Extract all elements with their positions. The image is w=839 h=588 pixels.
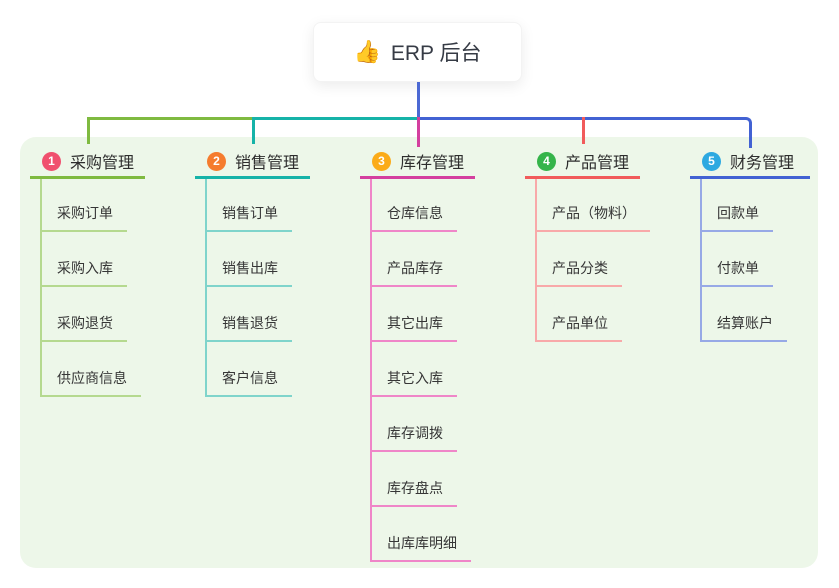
child-node-库存盘点[interactable]: 库存盘点: [370, 475, 457, 507]
child-node-出库库明细[interactable]: 出库库明细: [370, 530, 471, 562]
child-node-产品分类[interactable]: 产品分类: [535, 255, 622, 287]
branch-title-采购管理[interactable]: 1 采购管理: [30, 146, 145, 179]
branch-number-badge: 1: [42, 151, 61, 171]
branch-number-badge: 2: [207, 151, 226, 171]
connector-horizontal-branch-5: [419, 117, 752, 148]
child-node-采购退货[interactable]: 采购退货: [40, 310, 127, 342]
branch-spine: [205, 179, 207, 397]
child-node-销售订单[interactable]: 销售订单: [205, 200, 292, 232]
branch-title-label: 产品管理: [565, 155, 630, 172]
branch-title-label: 采购管理: [70, 155, 135, 172]
child-node-库存调拨[interactable]: 库存调拨: [370, 420, 457, 452]
branch-spine: [700, 179, 702, 342]
child-node-产品单位[interactable]: 产品单位: [535, 310, 622, 342]
root-title: ERP 后台: [390, 42, 482, 65]
branch-title-财务管理[interactable]: 5 财务管理: [690, 146, 810, 179]
connector-drop-branch-4: [582, 117, 585, 144]
child-node-付款单[interactable]: 付款单: [700, 255, 773, 287]
child-node-客户信息[interactable]: 客户信息: [205, 365, 292, 397]
connector-drop-branch-1: [87, 117, 90, 144]
child-node-产品库存[interactable]: 产品库存: [370, 255, 457, 287]
branch-number-badge: 5: [702, 151, 721, 171]
connector-horizontal-branch-1: [87, 117, 255, 120]
branch-title-销售管理[interactable]: 2 销售管理: [195, 146, 310, 179]
branch-spine: [40, 179, 42, 397]
branch-title-label: 库存管理: [400, 155, 465, 172]
branch-spine: [535, 179, 537, 342]
child-node-采购订单[interactable]: 采购订单: [40, 200, 127, 232]
connector-drop-branch-2: [252, 117, 255, 144]
child-node-采购入库[interactable]: 采购入库: [40, 255, 127, 287]
child-node-其它入库[interactable]: 其它入库: [370, 365, 457, 397]
connector-root-vertical: [417, 82, 420, 120]
child-node-销售退货[interactable]: 销售退货: [205, 310, 292, 342]
branch-title-库存管理[interactable]: 3 库存管理: [360, 146, 475, 179]
branch-number-badge: 3: [372, 151, 391, 171]
branches-panel: [20, 137, 818, 568]
child-node-产品（物料）[interactable]: 产品（物料）: [535, 200, 650, 232]
branch-title-产品管理[interactable]: 4 产品管理: [525, 146, 640, 179]
branch-spine: [370, 179, 372, 562]
child-node-结算账户[interactable]: 结算账户: [700, 310, 787, 342]
connector-drop-branch-3: [417, 117, 420, 147]
child-node-供应商信息[interactable]: 供应商信息: [40, 365, 141, 397]
child-node-仓库信息[interactable]: 仓库信息: [370, 200, 457, 232]
branch-title-label: 财务管理: [730, 155, 795, 172]
child-node-销售出库[interactable]: 销售出库: [205, 255, 292, 287]
child-node-其它出库[interactable]: 其它出库: [370, 310, 457, 342]
branch-title-label: 销售管理: [235, 155, 300, 172]
branch-number-badge: 4: [537, 151, 556, 171]
root-node[interactable]: 👍 ERP 后台: [313, 22, 522, 82]
connector-horizontal-branch-2: [252, 117, 417, 120]
child-node-回款单[interactable]: 回款单: [700, 200, 773, 232]
thumbs-up-icon: 👍: [353, 39, 381, 64]
